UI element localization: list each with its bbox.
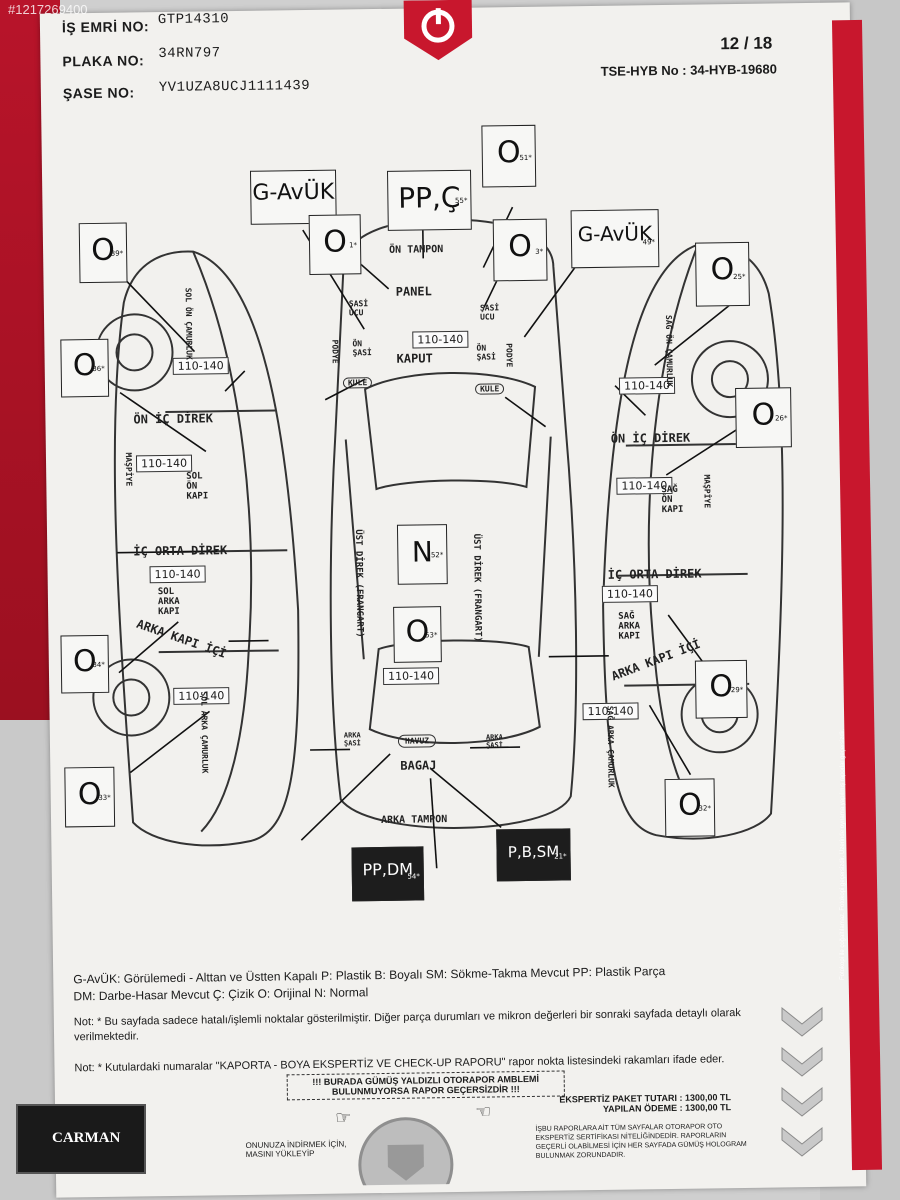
part-right-podye: PODYE (504, 343, 514, 368)
fine-print: İŞBU RAPORLARA AİT TÜM SAYFALAR OTORAPOR… (535, 1123, 747, 1160)
watermark-id: #1217269400 (8, 2, 88, 17)
part-right-upper-pillar: ÜST DİREK (FRANGART) (471, 533, 483, 643)
part-spare-well: HAVUZ (397, 734, 437, 748)
bottom-left-text: ONUNUZA İNDİRMEK İÇİN, MASINI YÜKLEYİP (246, 1139, 366, 1159)
part-right-front-door: SAĞ ÖN KAPI (661, 484, 684, 516)
range-label-left-front-door: 110-140 (135, 454, 193, 473)
range-label-trunk-lid: 110-140 (382, 667, 440, 685)
note-1: Not: * Bu sayfada sadece hatalı/işlemli … (73, 1007, 741, 1044)
part-rear-bumper: ARKA TAMPON (380, 814, 448, 827)
part-right-rear-chassis: ARKA ŞASİ (485, 733, 503, 750)
side-disclaimer: Fotokopi ile çoğaltılamaz. Fotokopi geçe… (840, 728, 846, 980)
part-left-rear-door: SOL ARKA KAPI (157, 586, 180, 618)
part-front-bumper: ÖN TAMPON (389, 244, 444, 256)
part-left-podye: PODYE (330, 339, 340, 364)
part-left-chassis-tip: ŞASİ UCU (348, 299, 369, 318)
part-right-a-pillar: ÖN İÇ DİREK (610, 430, 691, 446)
carman-logo: CARMAN (16, 1104, 146, 1174)
part-right-front-fender: SAĞ ÖN ÇAMURLUK (664, 314, 675, 388)
part-left-front-chassis: ÖN ŞASİ (352, 339, 372, 358)
part-left-b-pillar: İÇ ORTA DİREK (133, 543, 228, 559)
part-right-tower: KULE (474, 383, 505, 395)
range-label-hood: 110-140 (412, 330, 469, 349)
part-right-sill: MAŞPİYE (702, 474, 712, 509)
part-right-rear-fender: SAĞ ARKA ÇAMURLUK (605, 705, 616, 788)
part-trunk: BAGAJ (400, 758, 437, 773)
part-left-front-fender: SOL ÖN ÇAMURLUK (183, 287, 194, 360)
part-left-a-pillar: ÖN İÇ DİREK (133, 411, 214, 427)
chevron-arrows-icon (781, 1006, 823, 1157)
range-label-right-rear-door: 110-140 (601, 585, 659, 603)
fees: EKSPERTİZ PAKET TUTARI : 1300,00 TL YAPI… (551, 1092, 731, 1115)
part-left-upper-pillar: ÜST DİREK (FRANGART) (353, 529, 365, 638)
part-right-front-chassis: ÖN ŞASİ (476, 343, 496, 362)
otorapor-logo-icon (403, 0, 473, 61)
pointing-hand-right-icon: ☜ (475, 1101, 492, 1122)
range-label-left-rear-door: 110-140 (149, 565, 206, 584)
carman-logo-text: CARMAN (52, 1130, 121, 1146)
legend: G-AvÜK: Görülemedi - Alttan ve Üstten Ka… (73, 961, 813, 1005)
part-hood: KAPUT (396, 351, 433, 366)
part-right-rear-door: SAĞ ARKA KAPI (618, 611, 641, 642)
hologram-seal-icon (358, 1117, 454, 1186)
hologram-warning: !!! BURADA GÜMÜŞ YALDIZLI OTORAPOR AMBLE… (286, 1070, 565, 1101)
part-left-front-door: SOL ÖN KAPI (186, 471, 209, 502)
bottom-left-line-2: MASINI YÜKLEYİP (245, 1148, 315, 1159)
range-label-left-front-fender: 110-140 (172, 357, 229, 375)
part-left-sill: MAŞPİYE (123, 452, 134, 487)
part-left-rear-fender: SOL ARKA ÇAMURLUK (199, 691, 210, 774)
report-sheet: İŞ EMRİ NO: PLAKA NO: ŞASE NO: GTP14310 … (39, 0, 867, 1198)
part-right-chassis-tip: ŞASİ UCU (479, 303, 500, 322)
part-left-tower: KULE (342, 377, 373, 389)
car-diagram (92, 206, 784, 869)
part-panel: PANEL (395, 284, 432, 299)
pointing-hand-left-icon: ☞ (335, 1107, 352, 1128)
part-right-b-pillar: İÇ ORTA DİREK (607, 566, 702, 582)
part-left-rear-chassis: ARKA ŞASİ (343, 731, 361, 748)
